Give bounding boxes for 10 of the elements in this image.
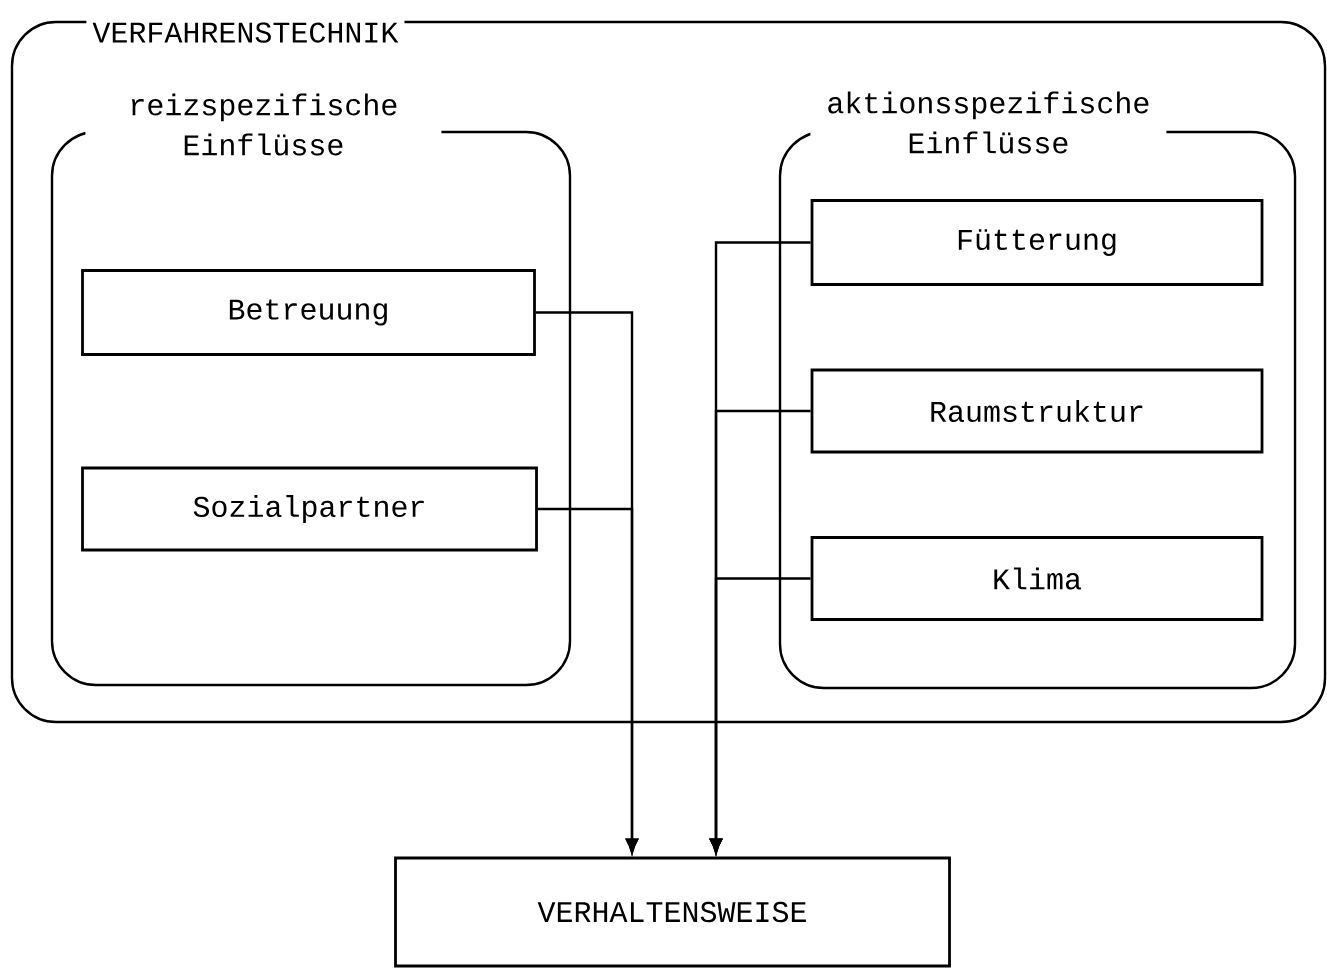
node-label: reizspezifische (131, 93, 397, 122)
process-box: Betreuung (81, 269, 536, 356)
process-box: Klima (810, 536, 1264, 621)
arrow (537, 507, 639, 854)
arrow (709, 577, 811, 854)
process-box: Fütterung (810, 199, 1264, 286)
process-box: Sozialpartner (81, 466, 538, 552)
process-box: VERHALTENSWEISE (394, 856, 951, 968)
process-box: Raumstruktur (810, 368, 1264, 454)
node-label: aktionsspezifische (828, 91, 1149, 120)
